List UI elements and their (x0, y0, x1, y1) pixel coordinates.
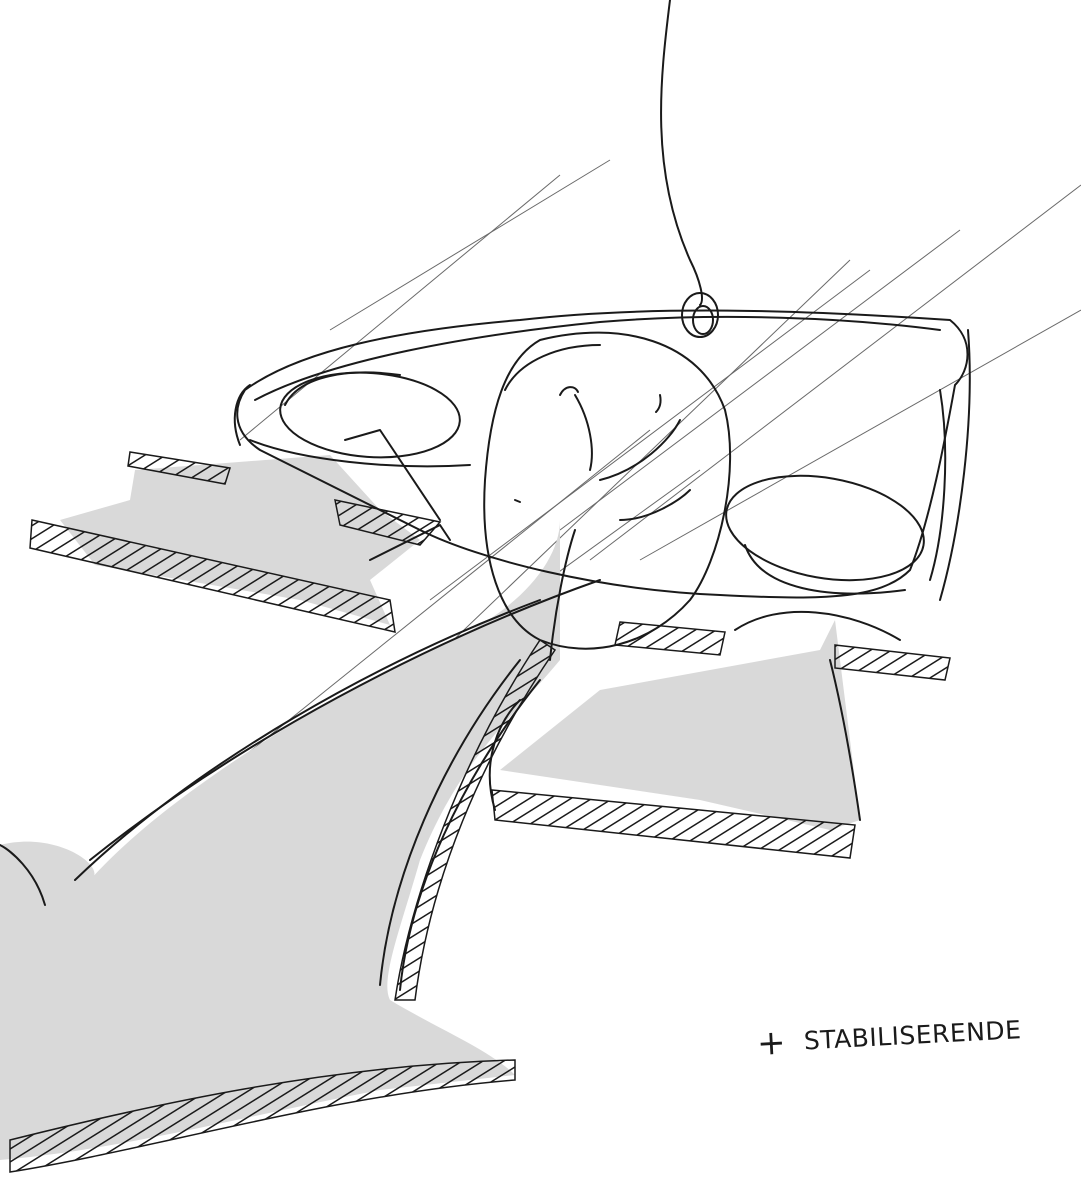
plus-icon: + (756, 1022, 787, 1063)
annotation-text: STABILISERENDE (803, 1015, 1022, 1055)
